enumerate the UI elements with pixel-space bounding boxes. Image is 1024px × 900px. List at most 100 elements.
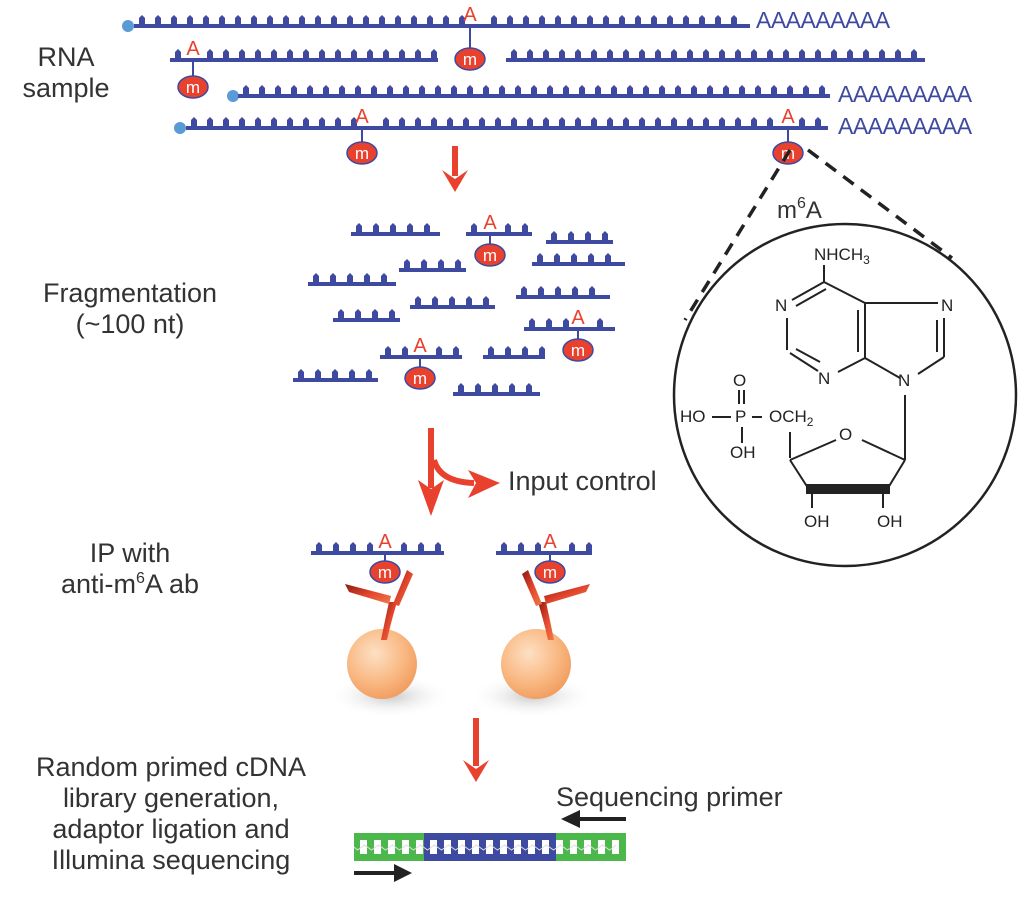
nucleotide-bump [831,49,837,58]
ip-fragment [311,542,444,555]
nucleotide-bump [479,117,485,126]
nucleotide-bump [505,346,511,355]
nucleotide-bump [175,49,181,58]
modified-adenosine-a: A [378,531,392,553]
nucleotide-bump [639,49,645,58]
workflow-arrows-layer [418,146,500,782]
nucleotide-bump [723,85,729,94]
nucleotide-bump [787,85,793,94]
forward-primer-head [394,864,412,882]
sequencing-primer-shaft [578,817,626,821]
nucleotide-bump [207,117,213,126]
ip-unit-right: Am [470,531,594,718]
nucleotide-bump [547,85,553,94]
strand-backbone [308,282,396,286]
modified-adenosine-a: A [483,212,497,234]
nucleotide-bump [671,49,677,58]
library-label-line1: Random primed cDNA [35,752,307,782]
nucleotide-bump [627,85,633,94]
modified-adenosine-a: A [543,531,557,553]
nucleotide-bump [551,231,557,240]
nucleotide-bump [243,85,249,94]
nucleotide-bump [815,49,821,58]
nucleotide-bump [879,49,885,58]
arrow-to-library [463,718,489,782]
nucleotide-bump [571,253,577,262]
nucleotide-bump [735,49,741,58]
nucleotide-bump [767,49,773,58]
strand-backbone [453,392,540,396]
nucleotide-bump [339,85,345,94]
nucleotide-bump [466,296,472,305]
strand-backbone [496,551,592,555]
m6a-structure-circle [672,222,1018,568]
nucleotide-bump [554,253,560,262]
nucleotide-bump [531,85,537,94]
nucleotide-bump [275,85,281,94]
chemical-bond [917,356,945,375]
nucleotide-bump [155,15,161,24]
nucleotide-bump [371,85,377,94]
nucleotide-bump [271,117,277,126]
zoom-dashed-line-left [683,149,792,321]
nucleotide-bump [139,15,145,24]
nucleotide-bump [316,542,322,551]
nucleotide-bump [687,49,693,58]
methyl-group-oval [404,366,436,390]
base-pair-gap [458,840,465,854]
nucleotide-bump [483,85,489,94]
nucleotide-bump [605,253,611,262]
strand-backbone [466,232,532,236]
base-pair-gap [598,840,605,854]
nucleotide-bump [387,85,393,94]
nucleotide-bump [539,15,545,24]
nucleotide-bump [313,273,319,282]
nucleotide-bump [451,85,457,94]
library-label-line2: library generation, [62,783,280,813]
strand-backbone [546,240,613,244]
modified-adenosine-a: A [781,106,795,128]
nucleotide-bump [338,309,344,318]
chemical-bond [823,281,866,304]
nucleotide-bump [331,15,337,24]
nucleotide-bump [431,117,437,126]
rna-sample-label: RNA sample [16,42,116,104]
rna-fragment [483,346,545,359]
nucleotide-bump [911,49,917,58]
methyl-m-label: m [355,144,369,163]
base-pair-gap [360,840,367,854]
m6a-mark-strand2a: Am [177,38,209,99]
rna-strand-2a [170,49,438,62]
nucleotide-bump [675,85,681,94]
nucleotide-bump [335,49,341,58]
nucleotide-bump [449,296,455,305]
rna-sample-label-line2: sample [22,73,110,103]
nucleotide-bump [559,49,565,58]
five-prime-cap-dot [174,122,186,134]
nucleotide-bump [602,231,608,240]
rna-strand-4 [186,117,828,130]
atom-2-oh: OH [804,512,830,531]
nucleotide-bump [399,49,405,58]
library-label: Random primed cDNA library generation, a… [10,752,332,876]
m6a-mark-strand1: Am [454,4,486,71]
nucleotide-bump [415,49,421,58]
nucleotide-bump [443,15,449,24]
nucleotide-bump [715,15,721,24]
nucleotide-bump [333,542,339,551]
nucleotide-bump [522,223,528,232]
strand-backbone [506,58,925,62]
nucleotide-bump [427,15,433,24]
base-pair-gap [500,840,507,854]
nucleotide-bump [207,49,213,58]
nucleotide-bump [307,85,313,94]
base-pair-gap [472,840,479,854]
arrow-head [463,760,489,782]
strand-backbone [524,327,615,331]
methyl-m-label: m [543,563,557,582]
nucleotide-bump [385,346,391,355]
magnetic-bead [501,629,571,699]
